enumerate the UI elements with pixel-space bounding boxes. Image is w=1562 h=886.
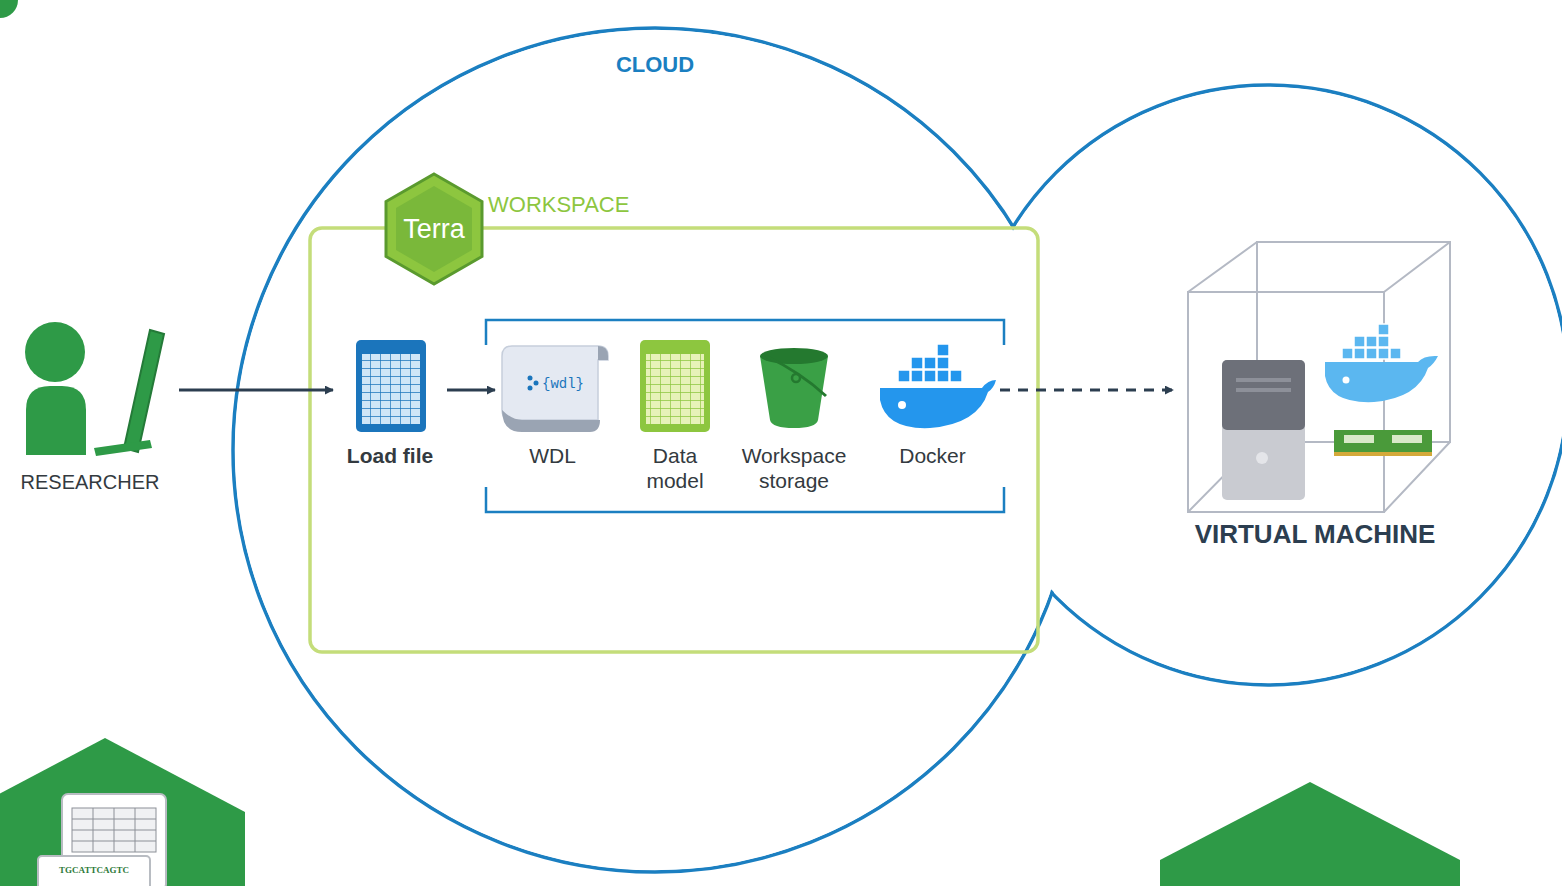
bottom-left-hexagon xyxy=(0,738,245,886)
node-label: WDL xyxy=(500,443,605,468)
node-label: VIRTUAL MACHINE xyxy=(1175,522,1455,547)
docker-icon xyxy=(880,344,996,428)
docker-node: Docker xyxy=(880,338,985,468)
sequence-text: TGCATTCAGTC xyxy=(59,865,129,875)
vm-docker-icon xyxy=(1325,324,1438,402)
flow-arrow xyxy=(447,389,495,392)
cloud-outline xyxy=(233,28,1562,872)
server-tower xyxy=(1222,360,1305,500)
bracket xyxy=(486,320,1004,512)
terra-logo xyxy=(386,174,482,284)
load-file-node: Load file xyxy=(335,338,445,468)
vm-cube xyxy=(1188,242,1450,512)
node-label: Load file xyxy=(335,443,445,468)
terra-logo-text: Terra xyxy=(403,214,465,245)
bucket-icon xyxy=(760,348,828,428)
corner-dot xyxy=(0,0,18,18)
node-label: CLOUD xyxy=(232,52,1078,77)
wdl-node: WDL xyxy=(500,338,605,468)
sequence-card-icon xyxy=(38,794,166,886)
node-label: Docker xyxy=(880,443,985,468)
terra-logo-inner xyxy=(396,186,472,272)
virtual-machine-node: VIRTUAL MACHINE xyxy=(1175,240,1455,560)
wdl-icon xyxy=(502,346,608,432)
flow-arrow xyxy=(1000,389,1173,392)
wdl-icon-text: {wdl} xyxy=(542,376,584,392)
cloud-region: CLOUD WORKSPACE Load file WDL Data modelWork… xyxy=(232,40,1078,860)
flow-arrow xyxy=(179,389,333,392)
node-label: Workspace storage xyxy=(728,443,860,493)
ram-stick xyxy=(1334,430,1432,456)
bottom-right-hexagon xyxy=(1160,782,1460,886)
researcher-icon xyxy=(25,322,164,456)
node-label: WORKSPACE xyxy=(488,192,708,217)
node-label: RESEARCHER xyxy=(5,470,175,495)
workspace-border xyxy=(310,228,1038,652)
workspace-box: WORKSPACELoad fileWDLData modelWorkspace… xyxy=(310,228,1038,652)
node-label: Data model xyxy=(625,443,725,493)
load-file-icon xyxy=(356,340,426,432)
researcher-node: RESEARCHER xyxy=(5,320,175,500)
data-model-node: Data model xyxy=(625,338,725,488)
storage-node: Workspace storage xyxy=(728,338,860,488)
data-model-icon xyxy=(640,340,710,432)
